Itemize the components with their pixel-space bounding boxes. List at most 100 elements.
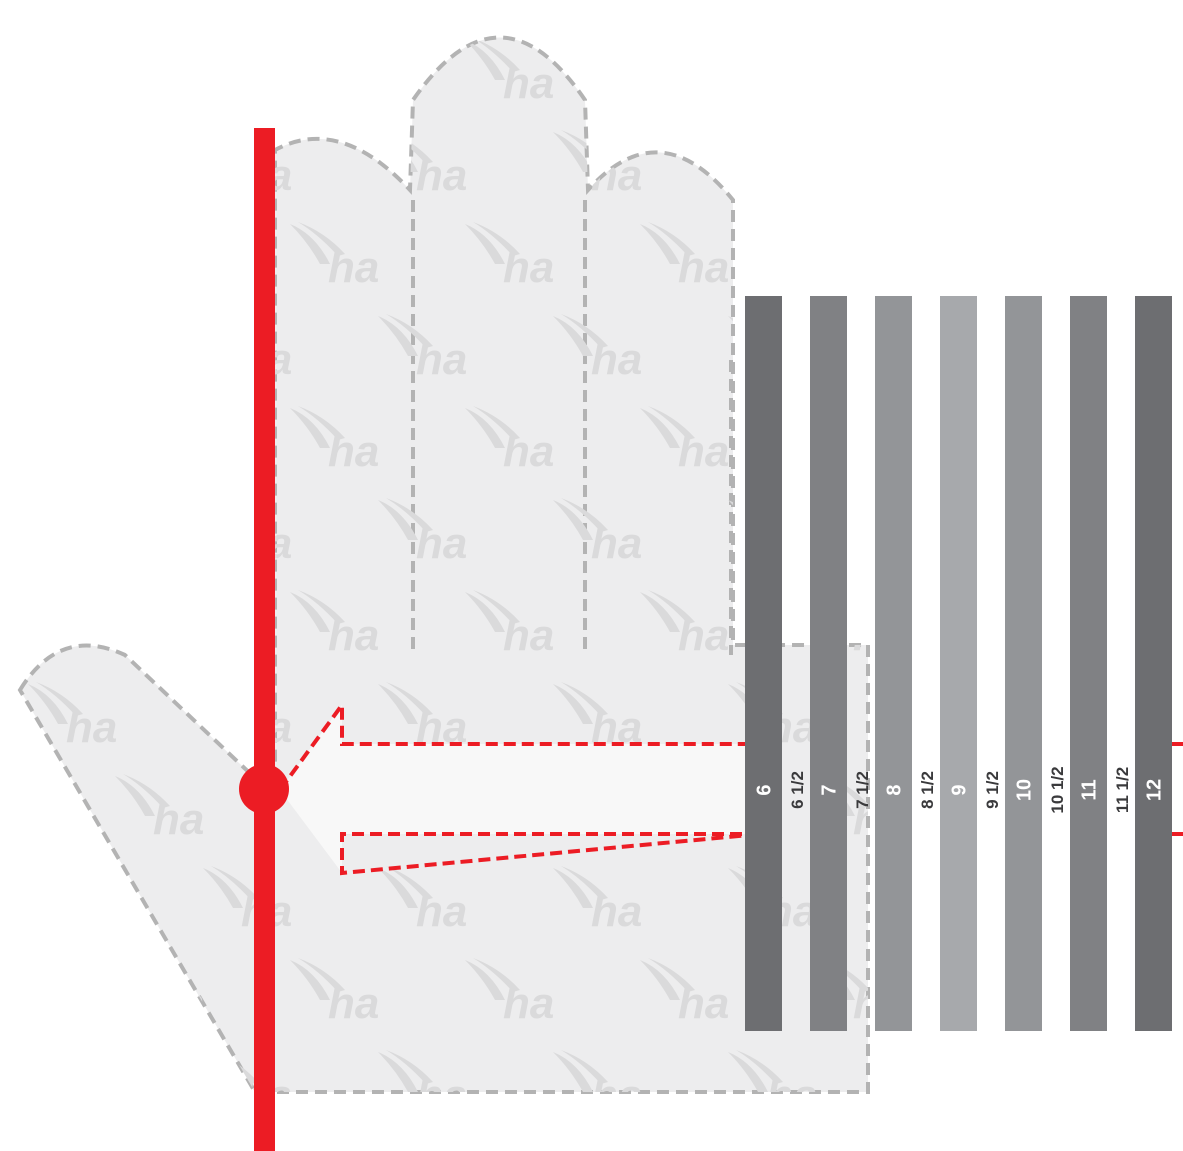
svg-text:ha: ha (153, 243, 204, 292)
size-bar (745, 296, 782, 1031)
size-label: 7 (819, 784, 841, 795)
svg-text:ha: ha (66, 1071, 117, 1120)
size-bar (810, 296, 847, 1031)
watermark-logo: ha (203, 130, 292, 200)
svg-text:ha: ha (0, 979, 29, 1028)
watermark-logo: ha (990, 38, 1079, 108)
size-label: 12 (1144, 779, 1166, 801)
watermark-logo: ha (0, 406, 29, 476)
watermark-logo: ha (0, 222, 29, 292)
watermark-logo: ha (115, 590, 204, 660)
svg-text:ha: ha (416, 519, 467, 568)
svg-text:ha: ha (766, 151, 817, 200)
svg-text:ha: ha (66, 335, 117, 384)
svg-text:ha: ha (153, 795, 204, 844)
svg-text:ha: ha (416, 151, 467, 200)
watermark-logo: ha (903, 130, 992, 200)
svg-text:ha: ha (328, 611, 379, 660)
watermark-logo: ha (815, 38, 904, 108)
svg-text:ha: ha (678, 611, 729, 660)
svg-text:ha: ha (678, 979, 729, 1028)
svg-text:ha: ha (678, 243, 729, 292)
watermark-logo: ha (0, 38, 29, 108)
watermark-logo: ha (1165, 38, 1183, 108)
watermark-logo: ha (1078, 1050, 1167, 1120)
watermark-logo: ha (28, 866, 117, 936)
size-bar (1135, 296, 1172, 1031)
watermark-logo: ha (728, 130, 817, 200)
reference-point (239, 764, 289, 814)
size-bar (875, 296, 912, 1031)
svg-text:ha: ha (0, 59, 29, 108)
size-label: 11 (1079, 779, 1101, 800)
svg-text:ha: ha (416, 1071, 467, 1120)
svg-text:ha: ha (1116, 1071, 1167, 1120)
size-bar (1005, 296, 1042, 1031)
watermark-logo: ha (28, 130, 117, 200)
watermark-logo: ha (1165, 222, 1183, 292)
watermark-logo: ha (115, 38, 204, 108)
svg-text:ha: ha (591, 335, 642, 384)
watermark-logo: ha (1078, 130, 1167, 200)
svg-text:ha: ha (503, 59, 554, 108)
watermark-logo: ha (0, 958, 29, 1028)
svg-text:ha: ha (591, 887, 642, 936)
svg-text:ha: ha (0, 427, 29, 476)
svg-text:ha: ha (941, 1071, 992, 1120)
svg-text:ha: ha (66, 151, 117, 200)
svg-text:ha: ha (853, 243, 904, 292)
svg-text:ha: ha (153, 611, 204, 660)
svg-text:ha: ha (328, 243, 379, 292)
reference-line (254, 128, 275, 1151)
svg-text:ha: ha (503, 427, 554, 476)
size-label: 6 1/2 (788, 771, 807, 809)
watermark-logo: ha (0, 590, 29, 660)
svg-text:ha: ha (591, 1071, 642, 1120)
svg-text:ha: ha (66, 519, 117, 568)
svg-text:ha: ha (153, 59, 204, 108)
svg-text:ha: ha (153, 979, 204, 1028)
svg-text:ha: ha (1028, 243, 1079, 292)
svg-text:ha: ha (328, 59, 379, 108)
svg-text:ha: ha (503, 243, 554, 292)
svg-text:ha: ha (591, 151, 642, 200)
svg-text:ha: ha (591, 519, 642, 568)
svg-text:ha: ha (416, 335, 467, 384)
svg-text:ha: ha (503, 611, 554, 660)
size-label: 8 1/2 (918, 771, 937, 809)
svg-text:ha: ha (678, 427, 729, 476)
size-label: 10 1/2 (1048, 766, 1067, 813)
size-label: 10 (1014, 779, 1036, 801)
svg-text:ha: ha (66, 703, 117, 752)
watermark-logo: ha (115, 406, 204, 476)
svg-text:ha: ha (503, 979, 554, 1028)
svg-text:ha: ha (1028, 59, 1079, 108)
watermark-logo: ha (815, 222, 904, 292)
watermark-logo: ha (290, 38, 379, 108)
watermark-logo: ha (990, 222, 1079, 292)
svg-text:ha: ha (0, 243, 29, 292)
svg-text:ha: ha (66, 887, 117, 936)
watermark-logo: ha (28, 314, 117, 384)
watermark-logo: ha (0, 774, 29, 844)
size-label: 11 1/2 (1113, 767, 1132, 813)
watermark-logo: ha (115, 222, 204, 292)
size-label: 9 (949, 784, 971, 795)
svg-text:ha: ha (1116, 151, 1167, 200)
svg-text:ha: ha (153, 427, 204, 476)
size-bar (1070, 296, 1107, 1031)
svg-text:ha: ha (416, 887, 467, 936)
size-bar (940, 296, 977, 1031)
svg-text:ha: ha (0, 611, 29, 660)
svg-text:ha: ha (328, 979, 379, 1028)
watermark-logo: ha (28, 1050, 117, 1120)
size-label: 7 1/2 (853, 771, 872, 809)
svg-text:ha: ha (853, 59, 904, 108)
svg-text:ha: ha (678, 59, 729, 108)
svg-text:ha: ha (766, 1071, 817, 1120)
svg-text:ha: ha (0, 795, 29, 844)
watermark-logo: ha (903, 1050, 992, 1120)
svg-text:ha: ha (328, 427, 379, 476)
size-label: 9 1/2 (983, 771, 1002, 809)
